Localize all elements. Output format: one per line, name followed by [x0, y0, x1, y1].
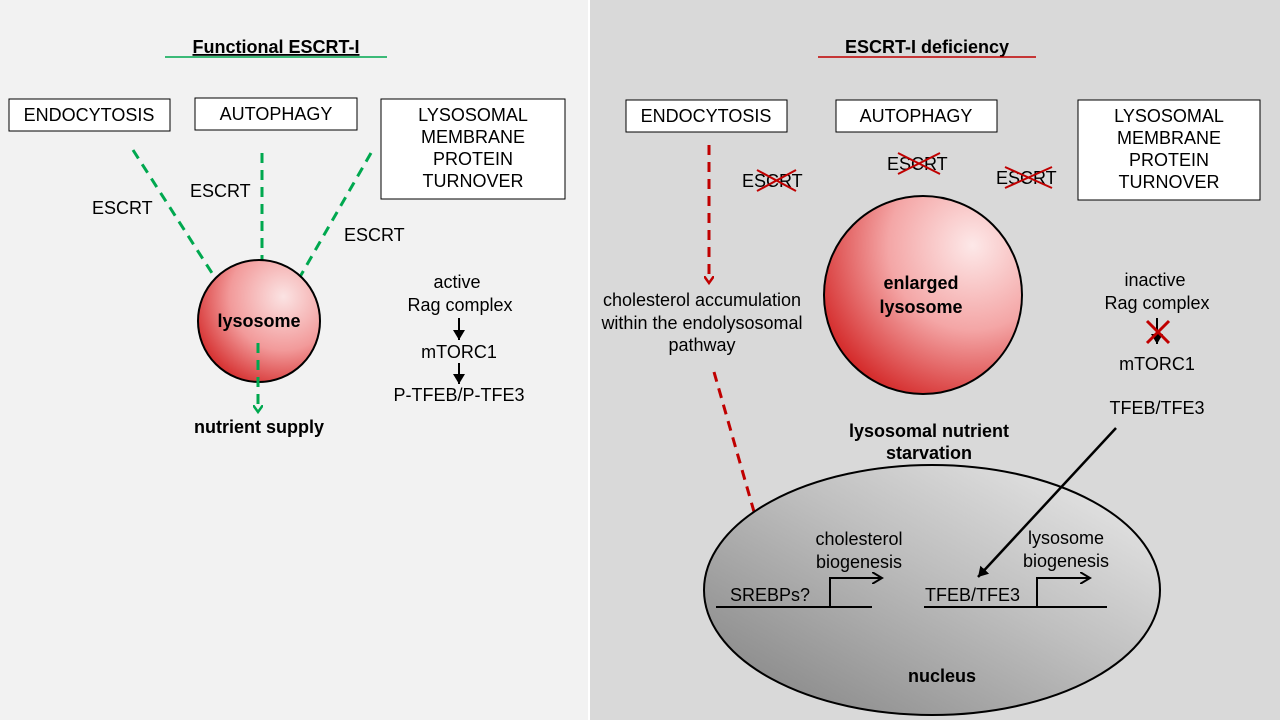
lyso-bio-line1: lysosome — [1028, 528, 1104, 548]
left-lmpt-line1: LYSOSOMAL — [418, 105, 528, 125]
left-lysosome-label: lysosome — [217, 311, 300, 331]
right-cholesterol-line3: pathway — [668, 335, 735, 355]
left-arrow-endocytosis — [131, 149, 228, 298]
nucleus-label: nucleus — [908, 666, 976, 686]
right-autophagy-box — [835, 99, 998, 133]
left-title: Functional ESCRT-I — [192, 37, 359, 57]
lyso-bio-line2: biogenesis — [1023, 551, 1109, 571]
right-rag-label: Rag complex — [1104, 293, 1209, 313]
right-cholesterol-line1: cholesterol accumulation — [603, 290, 801, 310]
nucleus-shape — [703, 464, 1161, 716]
right-lmpt-line4: TURNOVER — [1118, 172, 1219, 192]
right-starvation-line2: starvation — [886, 443, 972, 463]
right-lmpt-line1: LYSOSOMAL — [1114, 106, 1224, 126]
right-inactive-label: inactive — [1124, 270, 1185, 290]
right-lysosome-line1: enlarged — [883, 273, 958, 293]
right-autophagy-label: AUTOPHAGY — [860, 106, 973, 126]
right-escrt-1: ESCRT — [742, 171, 803, 191]
left-rag-label: Rag complex — [407, 295, 512, 315]
tfeb-promoter-arrow — [1036, 578, 1089, 607]
left-escrt-1: ESCRT — [92, 198, 153, 218]
left-autophagy-box — [194, 97, 358, 131]
left-lmpt-line4: TURNOVER — [422, 171, 523, 191]
tfeb-nucleus-label: TFEB/TFE3 — [925, 585, 1020, 605]
chol-bio-line1: cholesterol — [815, 529, 902, 549]
right-lmpt-box — [1077, 99, 1261, 201]
srebp-label: SREBPs? — [730, 585, 810, 605]
right-rag-cross-b — [1145, 319, 1171, 345]
chol-bio-line2: biogenesis — [816, 552, 902, 572]
left-autophagy-label: AUTOPHAGY — [220, 104, 333, 124]
left-endocytosis-box — [8, 98, 171, 132]
left-endocytosis-label: ENDOCYTOSIS — [24, 105, 155, 125]
right-lmpt-line2: MEMBRANE — [1117, 128, 1221, 148]
left-mtorc1-label: mTORC1 — [421, 342, 497, 362]
right-endocytosis-box — [625, 99, 788, 133]
right-escrt-2-cross-b — [897, 152, 941, 175]
left-escrt-3: ESCRT — [344, 225, 405, 245]
right-escrt-3-cross-b — [1004, 166, 1053, 189]
right-endocytosis-label: ENDOCYTOSIS — [641, 106, 772, 126]
srebp-promoter-arrow — [829, 578, 881, 607]
right-lysosome — [823, 195, 1023, 395]
right-starvation-line1: lysosomal nutrient — [849, 421, 1009, 441]
left-active-label: active — [433, 272, 480, 292]
right-mtorc1-label: mTORC1 — [1119, 354, 1195, 374]
right-title: ESCRT-I deficiency — [845, 37, 1009, 57]
left-escrt-2: ESCRT — [190, 181, 251, 201]
right-arrow-tfeb-nucleus — [977, 427, 1117, 578]
right-tfeb-label: TFEB/TFE3 — [1109, 398, 1204, 418]
right-cholesterol-line2: within the endolysosomal — [600, 313, 802, 333]
left-lmpt-line3: PROTEIN — [433, 149, 513, 169]
left-ptfeb-label: P-TFEB/P-TFE3 — [393, 385, 524, 405]
left-arrow-lmpt — [289, 152, 373, 296]
right-escrt-1-cross-b — [756, 169, 797, 192]
right-lmpt-line3: PROTEIN — [1129, 150, 1209, 170]
right-lysosome-line2: lysosome — [879, 297, 962, 317]
left-lmpt-box — [380, 98, 566, 200]
left-lmpt-line2: MEMBRANE — [421, 127, 525, 147]
left-nutrient-label: nutrient supply — [194, 417, 324, 437]
